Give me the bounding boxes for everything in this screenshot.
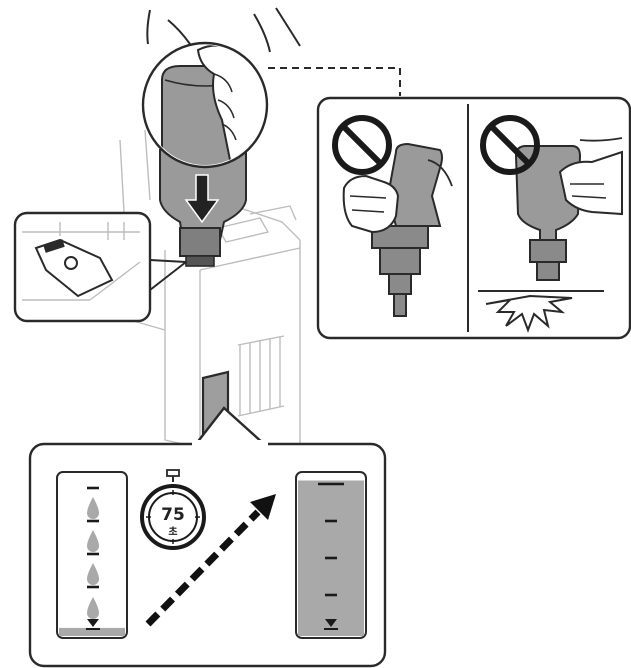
timer-value: 75 [161,505,185,525]
ink-drop-icon [87,497,99,619]
magnified-grip-circle [141,41,269,169]
callout-leader [268,67,401,96]
cap-detail-inset [13,211,187,323]
no-symbol-icon [480,115,540,175]
fill-progress-arrow-icon [145,494,276,627]
ink-level-before [56,471,128,639]
prohibited-drop [478,115,623,333]
ink-fill-before [59,627,125,636]
ink-level-after [295,471,367,639]
prohibited-squeeze [332,115,453,317]
hand-outline [146,7,301,53]
ink-level-panel: 75 초 [28,406,387,668]
no-symbol-icon [332,115,392,175]
insert-arrow-icon [184,174,220,224]
prohibited-actions-panel [316,96,631,340]
stopwatch-icon: 75 초 [140,469,206,550]
timer-unit: 초 [168,525,177,538]
